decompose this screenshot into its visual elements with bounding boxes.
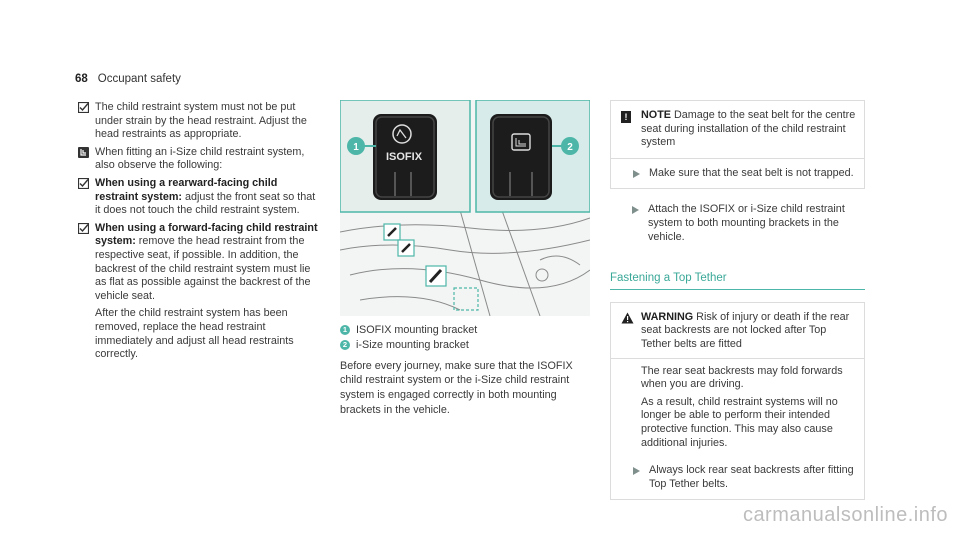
exclamation-icon: ! (621, 111, 631, 123)
legend-item-2: 2 i-Size mounting bracket (340, 338, 592, 353)
checkmark-box-icon (78, 102, 89, 113)
step-arrow-icon (633, 169, 640, 178)
step-text: Attach the ISOFIX or i-Size child restra… (648, 203, 845, 243)
isofix-label: ISOFIX (386, 151, 423, 163)
item-text: adjust the front seat so that it does no… (95, 190, 316, 217)
note-step-text: Make sure that the seat belt is not trap… (649, 166, 854, 179)
instruction-step: Attach the ISOFIX or i-Size child restra… (610, 189, 865, 250)
child-seat-icon (78, 146, 89, 158)
note-step: Make sure that the seat belt is not trap… (611, 157, 864, 189)
item-paragraph: After the child restraint system has bee… (95, 307, 294, 361)
legend-text-1: ISOFIX mounting bracket (356, 324, 478, 336)
section-heading: Fastening a Top Tether (610, 272, 865, 290)
legend-badge-1: 1 (340, 325, 350, 335)
warning-triangle-icon (621, 312, 634, 324)
legend-text-2: i-Size mounting bracket (356, 338, 469, 351)
isofix-figure: ISOFIX 1 2 (340, 100, 590, 316)
warning-label: WARNING (641, 310, 694, 323)
item-text: The child restraint system must not be p… (95, 101, 307, 141)
note-header: ! NOTE Damage to the seat belt for the c… (611, 101, 864, 158)
item-heading: When using a forward-facing child restra… (95, 221, 318, 248)
warning-header: WARNING Risk of injury or death if the r… (611, 303, 864, 358)
watermark: carmanualsonline.info (742, 504, 948, 526)
step-arrow-icon (633, 467, 640, 476)
item-text: remove the head restraint from the respe… (95, 235, 311, 302)
figure-caption: 1 ISOFIX mounting bracket 2 i-Size mountin… (340, 323, 592, 418)
seat-marker-icons (383, 223, 479, 311)
item-text: When fitting an i-Size child restraint s… (95, 145, 305, 172)
note-box: ! NOTE Damage to the seat belt for the c… (610, 100, 865, 190)
step-arrow-icon (632, 206, 639, 215)
callout-2: 2 (567, 142, 573, 153)
checklist-item: The child restraint system must not be p… (78, 101, 323, 142)
checklist-item: When using a rearward-facing child restr… (78, 177, 323, 218)
callout-1: 1 (353, 142, 359, 153)
body-paragraph: Before every journey, make sure that the… (340, 359, 573, 416)
left-column: The child restraint system must not be p… (78, 101, 323, 366)
callout-1-badge (347, 137, 365, 155)
item-heading: When using a rearward-facing child restr… (95, 176, 278, 203)
warning-paragraph: As a result, child restraint systems wil… (641, 395, 838, 449)
legend-item-1: 1 ISOFIX mounting bracket (340, 323, 592, 338)
warning-box: WARNING Risk of injury or death if the r… (610, 301, 865, 501)
isofix-illustration: ISOFIX 1 2 (340, 100, 590, 316)
legend-badge-2: 2 (340, 339, 350, 350)
page-number: 68 (75, 73, 88, 85)
warning-body: The rear seat backrests may fold forward… (611, 357, 864, 457)
right-column: ! NOTE Damage to the seat belt for the c… (610, 100, 865, 501)
checkmark-box-icon (78, 222, 89, 234)
note-text: Damage to the seat belt for the centre s… (641, 109, 856, 149)
checklist-item: When using a forward-facing child restra… (78, 222, 323, 362)
warning-step: Always lock rear seat backrests after fi… (611, 456, 864, 499)
warning-text: Risk of injury or death if the rear seat… (641, 310, 850, 350)
isize-note: When fitting an i-Size child restraint s… (78, 146, 323, 173)
warning-step-text: Always lock rear seat backrests after fi… (649, 464, 854, 490)
checkmark-box-icon (78, 177, 89, 189)
section-title: Occupant safety (97, 73, 181, 85)
page-header: 68 Occupant safety (75, 73, 181, 85)
note-label: NOTE (641, 109, 671, 121)
callout-2-badge (561, 137, 579, 155)
warning-paragraph: The rear seat backrests may fold forward… (641, 364, 843, 391)
